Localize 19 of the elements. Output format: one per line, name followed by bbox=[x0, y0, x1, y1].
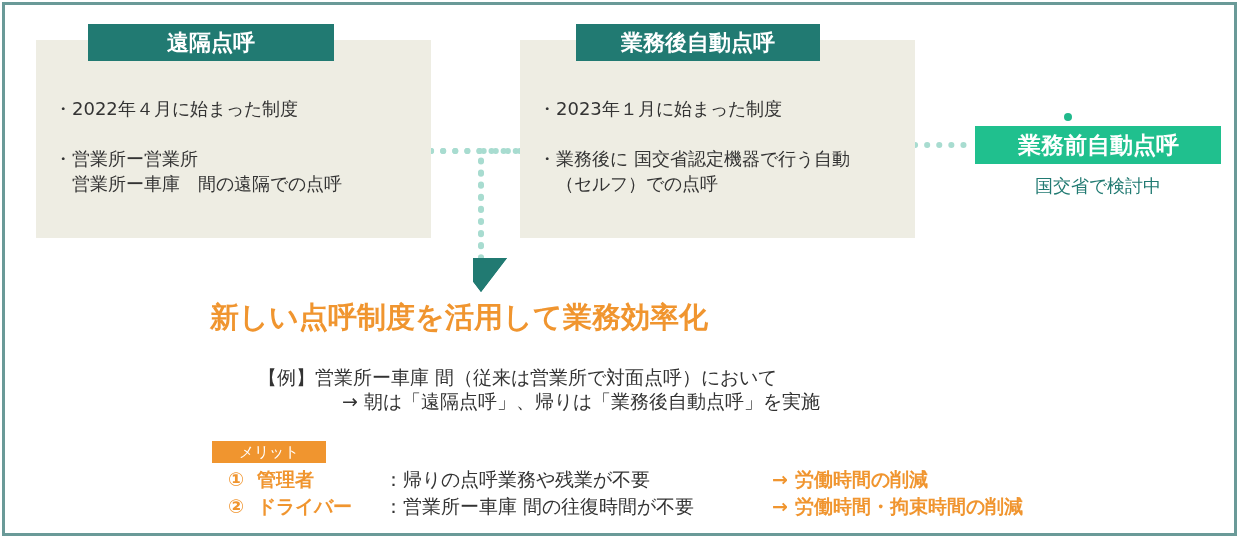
bullet-text: ・2022年４月に始まった制度 bbox=[54, 97, 299, 121]
card-heading: 業務後自動点呼 bbox=[576, 24, 820, 61]
merit-description: ：営業所ー車庫 間の往復時間が不要 bbox=[384, 494, 695, 519]
status-note: 国交省で検討中 bbox=[1034, 174, 1162, 198]
merit-badge: メリット bbox=[212, 441, 326, 463]
bullet-text: 営業所ー車庫 間の遠隔での点呼 bbox=[71, 172, 343, 196]
merit-role-label: ① 管理者 bbox=[228, 467, 315, 492]
bullet-text: ・業務後に 国交省認定機器で行う自動（セルフ）での点呼 bbox=[538, 147, 851, 196]
merit-description: ：帰りの点呼業務や残業が不要 bbox=[384, 467, 650, 492]
headline: 新しい点呼制度を活用して業務効率化 bbox=[210, 292, 830, 342]
merit-result: → 労働時間・拘束時間の削減 bbox=[772, 494, 1023, 519]
merit-role-label: ② ドライバー bbox=[228, 494, 353, 519]
bullet-text: ・営業所ー営業所 bbox=[54, 147, 199, 171]
merit-result: → 労働時間の削減 bbox=[772, 467, 928, 492]
status-tag: 業務前自動点呼 bbox=[975, 126, 1221, 164]
bullet-text: ・2023年１月に始まった制度 bbox=[538, 97, 783, 121]
card-heading: 遠隔点呼 bbox=[88, 24, 334, 61]
example-text: → 朝は「遠隔点呼」、帰りは「業務後自動点呼」を実施 bbox=[342, 389, 820, 414]
example-text: 【例】営業所ー車庫 間（従来は営業所で対面点呼）において bbox=[258, 365, 778, 390]
